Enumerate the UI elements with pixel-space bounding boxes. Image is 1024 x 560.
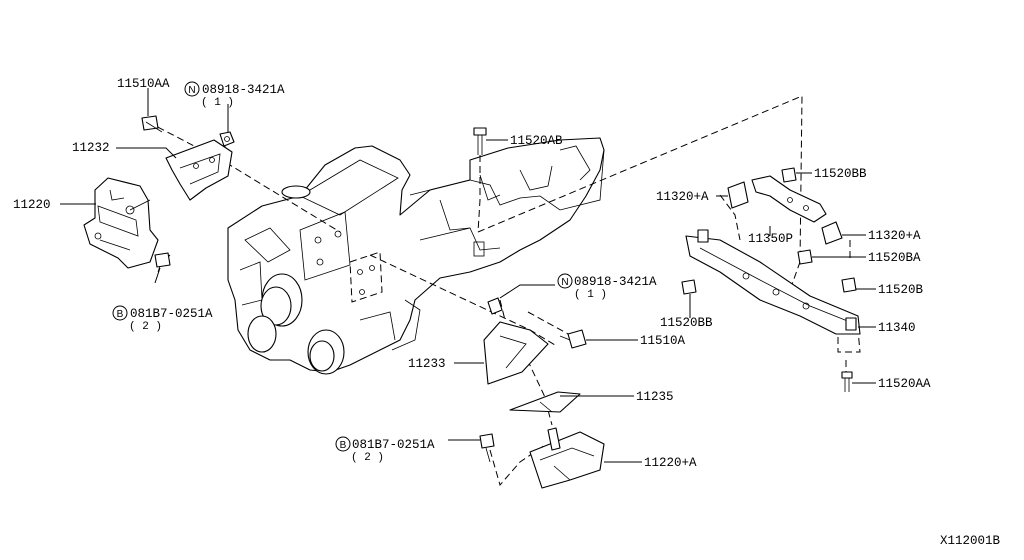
label-081B7-left: 081B7-0251A: [130, 307, 213, 321]
label-11520BB-top: 11520BB: [814, 167, 867, 181]
label-11235: 11235: [636, 390, 674, 404]
label-11220A: 11220+A: [644, 456, 697, 470]
bracket-11233: [483, 297, 549, 385]
qty-081B7-left: ( 2 ): [129, 321, 162, 333]
label-11232: 11232: [72, 141, 110, 155]
diagram-id: X112001B: [940, 534, 1001, 548]
insulator-11320A-left: [727, 181, 749, 209]
insulator-11320A-right: [821, 221, 843, 245]
crossmember-11340: [685, 229, 861, 335]
bracket-11350P: [751, 175, 827, 223]
nut-11520BB-bottom: [681, 279, 697, 295]
nut-08918-top: [219, 131, 235, 147]
nut-11520BB-top: [781, 167, 797, 183]
label-11520BA: 11520BA: [868, 251, 921, 265]
label-081B7-bottom: 081B7-0251A: [352, 438, 435, 452]
label-11520BB-bottom: 11520BB: [660, 316, 713, 330]
label-11320A-right: 11320+A: [868, 229, 921, 243]
svg-text:B: B: [117, 309, 124, 320]
engine-illustration: [227, 137, 605, 375]
nut-symbol-badge-mid: N: [557, 273, 573, 289]
bracket-11232: [165, 139, 233, 201]
svg-text:N: N: [561, 277, 568, 288]
bolt-11510AA: [141, 115, 163, 133]
label-11233: 11233: [408, 357, 446, 371]
label-08918-mid: 08918-3421A: [574, 275, 657, 289]
nut-11520B: [841, 277, 857, 293]
qty-08918-mid: ( 1 ): [574, 289, 607, 301]
label-11510AA: 11510AA: [117, 77, 170, 91]
label-11520B: 11520B: [878, 283, 924, 297]
bolt-symbol-badge-left: B: [112, 305, 128, 321]
label-11520AB: 11520AB: [510, 134, 563, 148]
label-11350P: 11350P: [748, 232, 793, 246]
engine-mount-11220: [83, 177, 159, 269]
engine-mount-11220A: [529, 427, 605, 489]
nut-11520BA: [797, 249, 813, 265]
plate-11235: [509, 391, 581, 413]
bolt-11520AA: [841, 371, 853, 392]
label-11320A-left: 11320+A: [656, 190, 709, 204]
label-11340: 11340: [878, 321, 916, 335]
svg-text:B: B: [340, 440, 347, 451]
label-11220: 11220: [13, 198, 51, 212]
label-08918-top: 08918-3421A: [202, 83, 285, 97]
svg-text:N: N: [188, 85, 195, 96]
bolt-symbol-badge-bottom: B: [335, 436, 351, 452]
label-11510A: 11510A: [640, 334, 686, 348]
qty-08918-top: ( 1 ): [201, 97, 234, 109]
bolt-11510A: [559, 329, 587, 349]
bolt-11520AB: [473, 127, 487, 155]
nut-symbol-badge-top: N: [184, 81, 200, 97]
label-11520AA: 11520AA: [878, 377, 931, 391]
leader-lines: [60, 88, 876, 463]
bolt-081B7-bottom: [479, 433, 495, 463]
bolt-081B7-left: [154, 252, 171, 273]
qty-081B7-bottom: ( 2 ): [351, 452, 384, 464]
